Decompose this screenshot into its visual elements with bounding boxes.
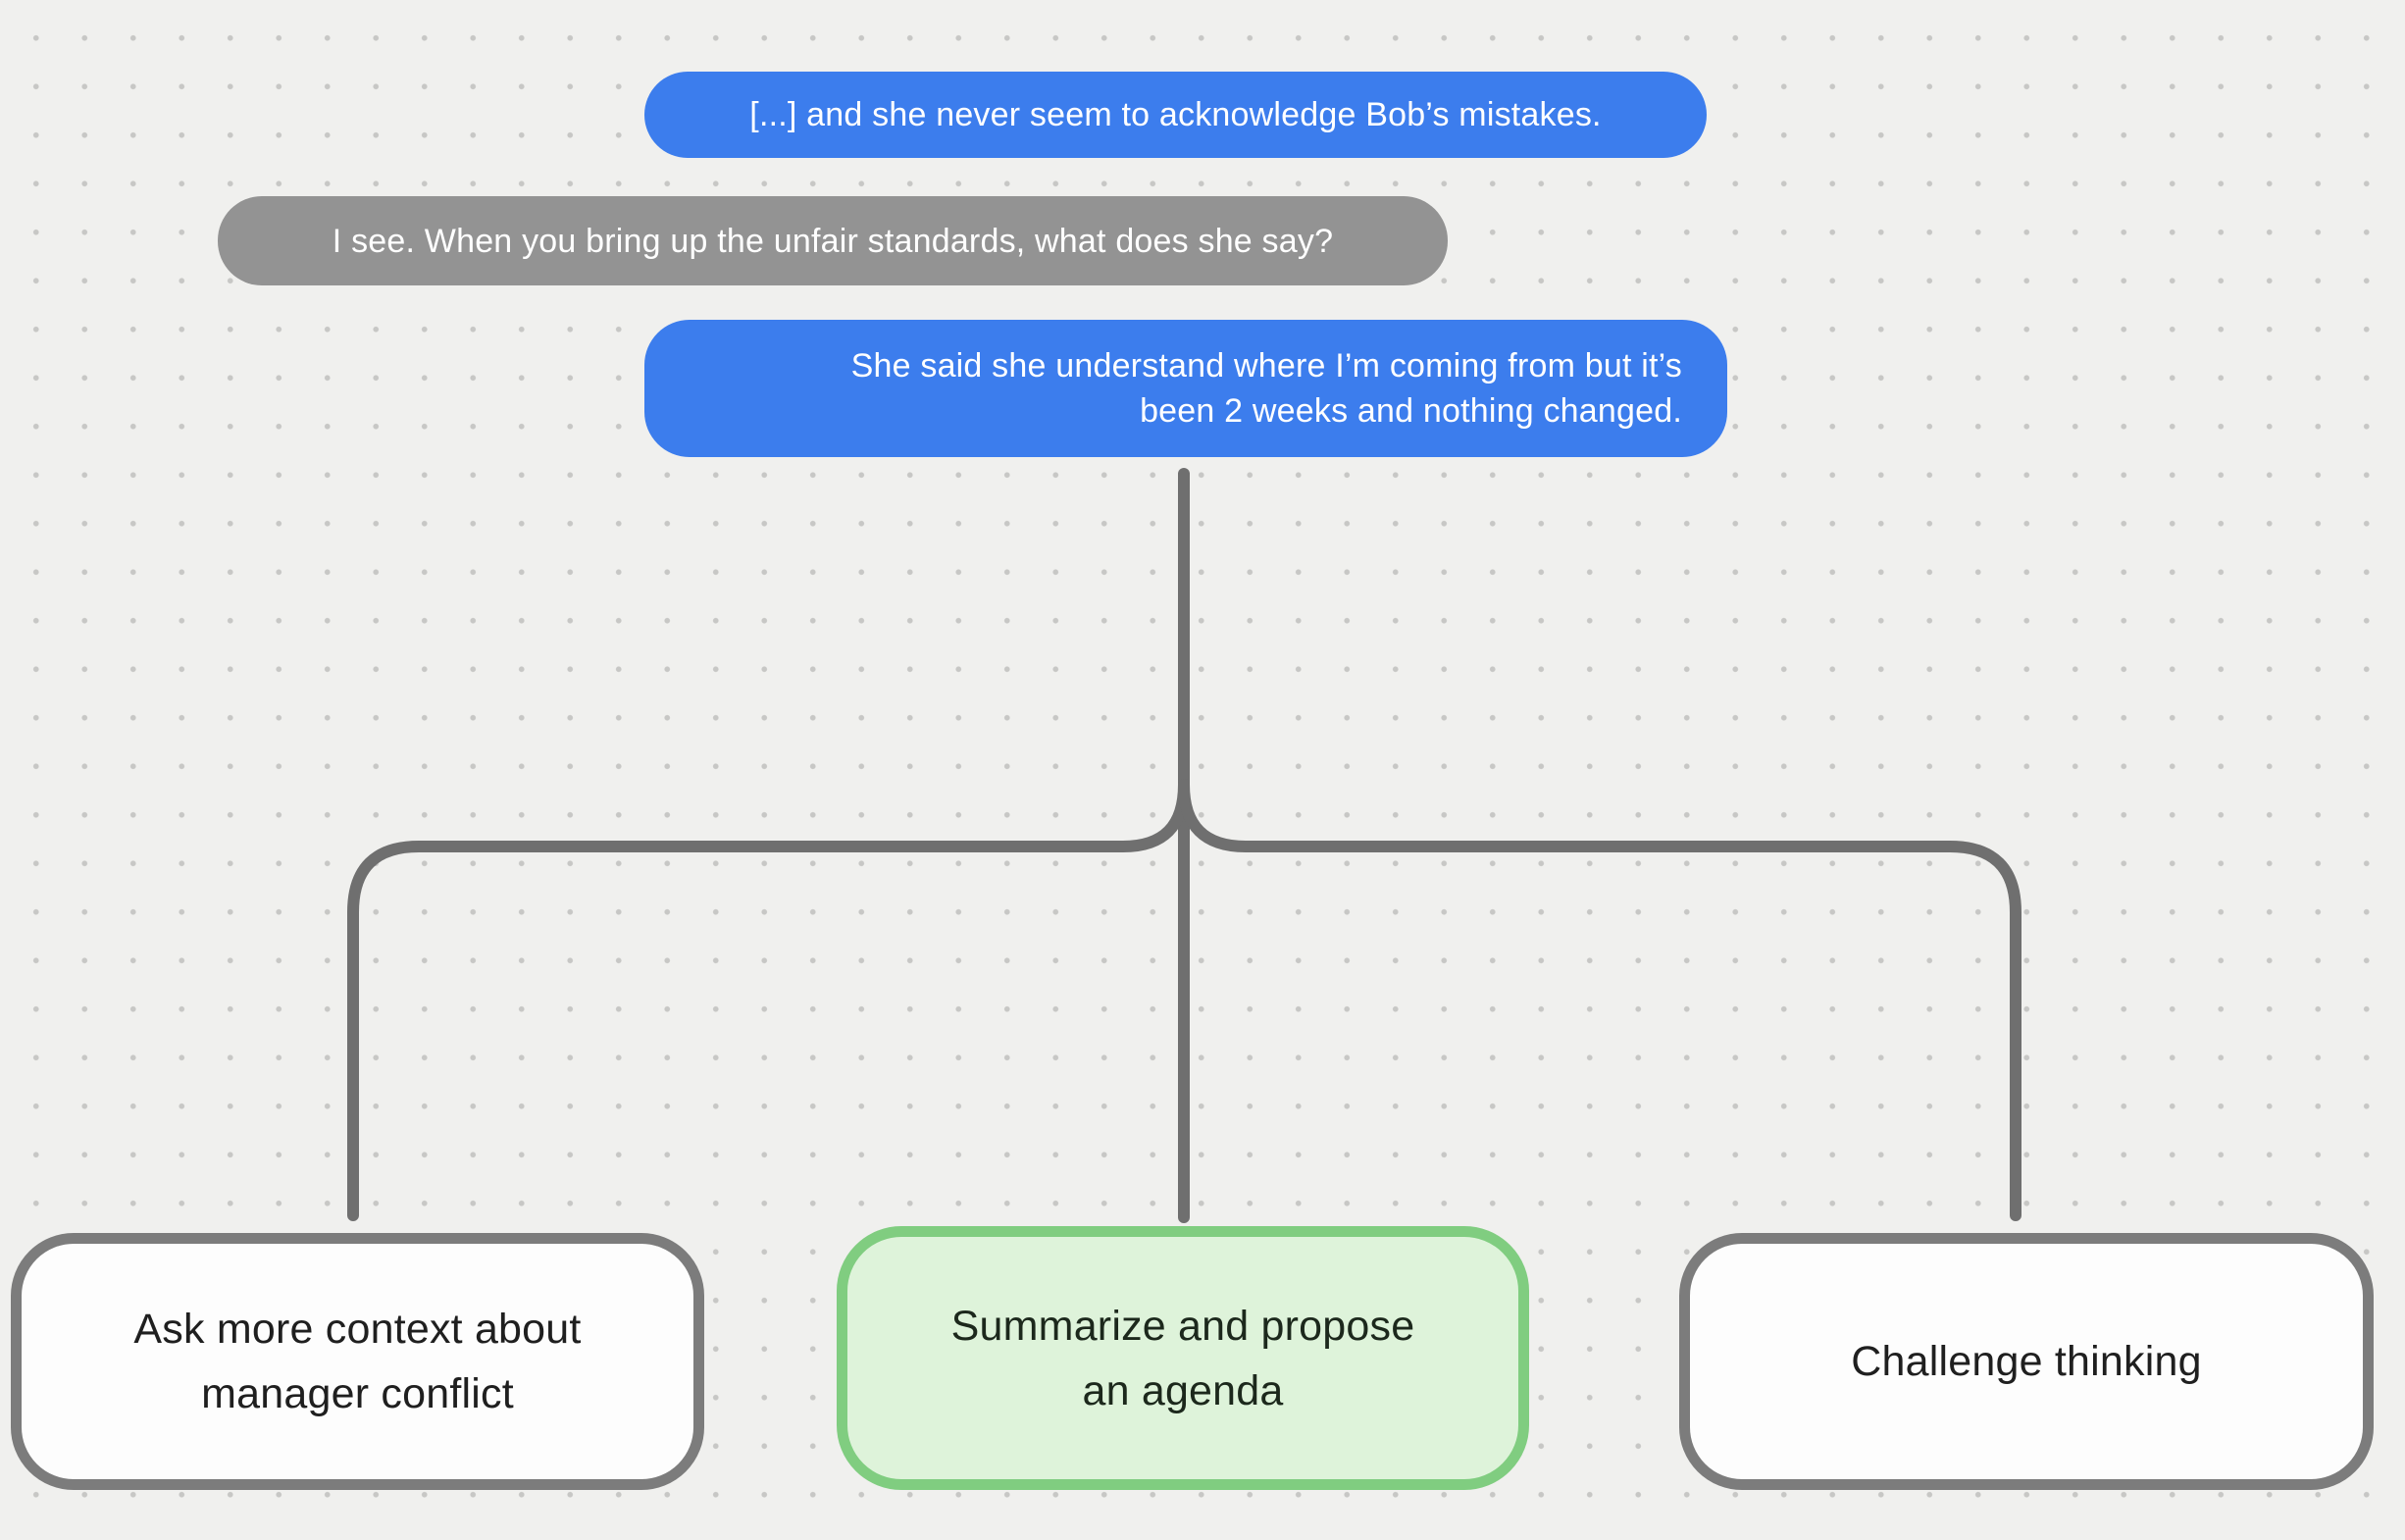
chat-message-line: [...] and she never seem to acknowledge … (749, 96, 1602, 133)
option-node-label-line: Ask more context about (133, 1306, 582, 1353)
chat-message-user-2: She said she understand where I’m coming… (644, 320, 1727, 457)
option-node-label-line: manager conflict (201, 1370, 514, 1417)
option-node-ask-more-context[interactable]: Ask more context about manager conflict (11, 1233, 704, 1490)
chat-message-line: been 2 weeks and nothing changed. (1140, 392, 1682, 430)
option-node-challenge-thinking[interactable]: Challenge thinking (1679, 1233, 2374, 1490)
connector-branch-left (347, 779, 1190, 1221)
option-node-summarize-propose-agenda[interactable]: Summarize and propose an agenda (837, 1226, 1529, 1490)
option-node-label-line: Challenge thinking (1851, 1338, 2202, 1385)
chat-message-assistant: I see. When you bring up the unfair stan… (218, 196, 1448, 285)
connector-branch-right (1178, 779, 2021, 1221)
chat-message-user-1: [...] and she never seem to acknowledge … (644, 72, 1707, 158)
chat-message-line: She said she understand where I’m coming… (850, 347, 1682, 385)
option-node-label-line: an agenda (1082, 1366, 1284, 1414)
option-node-label-line: Summarize and propose (950, 1302, 1415, 1350)
chat-message-line: I see. When you bring up the unfair stan… (332, 222, 1334, 260)
